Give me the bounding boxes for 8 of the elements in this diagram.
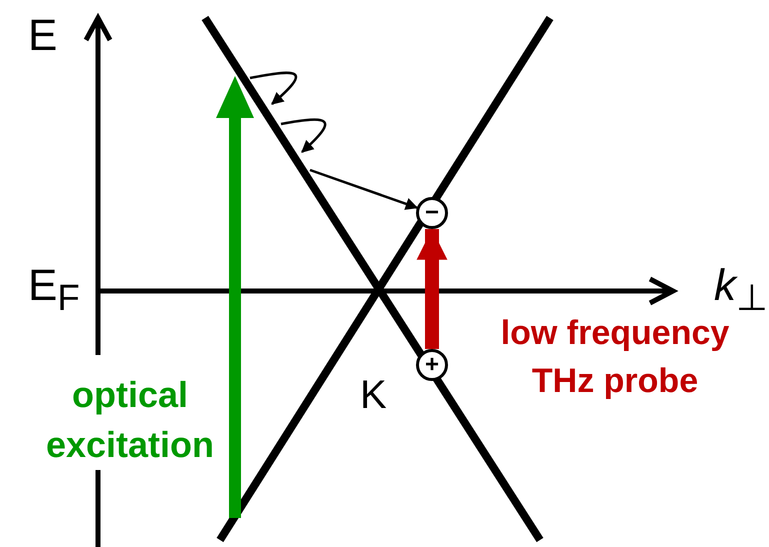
arrow (310, 168, 418, 210)
point-label: K (360, 373, 387, 417)
annotation-text: optical excitation (44, 373, 216, 468)
hole-symbol: + (416, 349, 448, 381)
axis-label: E$_{F}$ (28, 262, 80, 318)
probe-arrow (416, 229, 448, 349)
electron-symbol: − (416, 197, 448, 229)
axis-label: E (28, 12, 58, 60)
